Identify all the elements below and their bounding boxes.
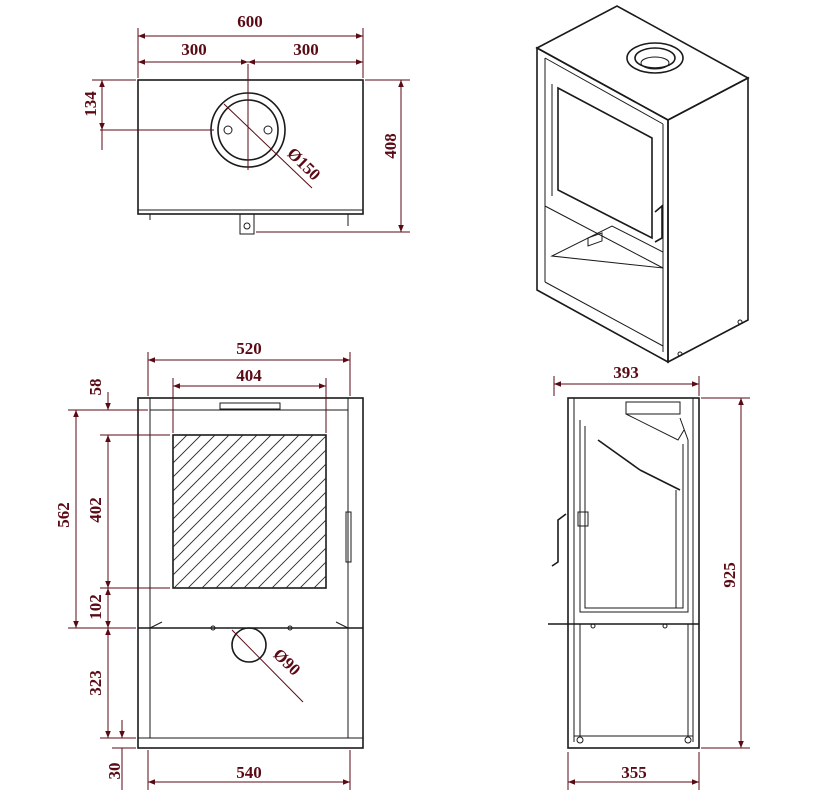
top-view-dimensions: 600 300 300 134 408 Ø150 bbox=[81, 12, 410, 233]
side-flue-collar bbox=[625, 401, 681, 415]
top-width-right-label: 300 bbox=[293, 40, 319, 59]
top-view-bracket bbox=[239, 213, 255, 235]
side-view-outline bbox=[567, 397, 700, 749]
window-width-label: 404 bbox=[236, 366, 262, 385]
top-width-total-label: 600 bbox=[237, 12, 263, 31]
air-inlet-diameter-label: Ø90 bbox=[269, 645, 304, 680]
top-width-left-label: 300 bbox=[181, 40, 207, 59]
flue-diameter-label: Ø150 bbox=[283, 144, 324, 185]
door-height-label: 562 bbox=[54, 502, 73, 528]
front-view bbox=[137, 397, 364, 749]
window-glass-hatch bbox=[173, 435, 326, 588]
front-view-outline bbox=[137, 397, 364, 749]
side-depth-top-label: 393 bbox=[613, 363, 639, 382]
door-handle bbox=[345, 511, 352, 563]
top-view bbox=[100, 64, 364, 235]
side-height-label: 925 bbox=[720, 562, 739, 588]
isometric-view bbox=[535, 5, 750, 364]
top-margin-label: 58 bbox=[86, 379, 105, 396]
front-window bbox=[172, 434, 327, 589]
air-inlet-icon bbox=[231, 627, 267, 663]
window-height-label: 402 bbox=[86, 497, 105, 523]
side-depth-bottom-label: 355 bbox=[621, 763, 647, 782]
top-depth-label: 408 bbox=[381, 133, 400, 159]
iso-flue-icon bbox=[626, 42, 684, 74]
side-view-dimensions: 393 925 355 bbox=[553, 363, 750, 790]
flue-offset-label: 134 bbox=[81, 91, 100, 117]
bottom-margin-label: 102 bbox=[86, 594, 105, 620]
side-door-handle bbox=[551, 513, 567, 567]
feet-height-label: 30 bbox=[105, 763, 124, 780]
base-height-label: 323 bbox=[86, 670, 105, 696]
side-view bbox=[548, 397, 700, 749]
front-width-bottom-label: 540 bbox=[236, 763, 262, 782]
front-view-dimensions: 520 404 58 402 562 102 323 30 540 Ø90 bbox=[54, 339, 351, 790]
front-width-top-label: 520 bbox=[236, 339, 262, 358]
